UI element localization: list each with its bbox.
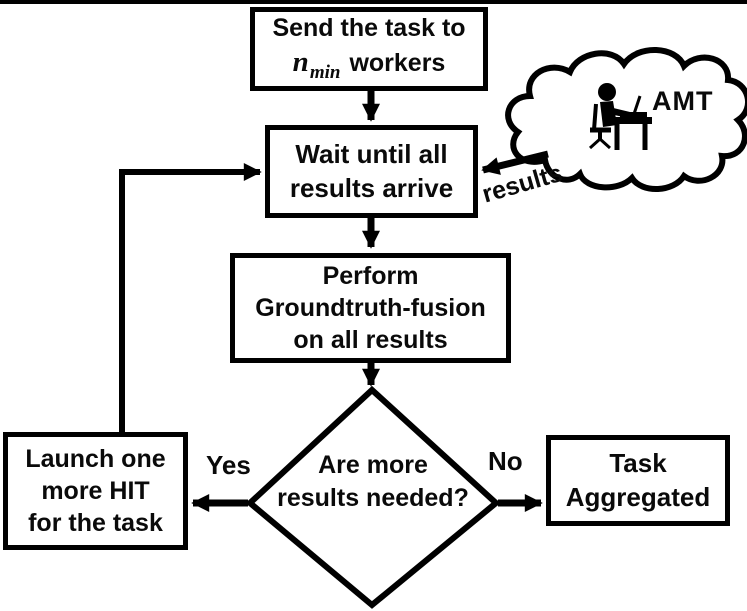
decision-line2: results needed? (277, 483, 469, 512)
launch-line3: for the task (28, 509, 163, 537)
node-launch-hit: Launch one more HIT for the task (3, 432, 188, 550)
fusion-line3: on all results (293, 326, 448, 354)
decision-line1: Are more (318, 451, 428, 479)
node-send-task: Send the task to nmin workers (250, 7, 488, 91)
top-border-line (0, 0, 747, 4)
send-task-line1: Send the task to (272, 14, 466, 43)
decision-question: Are more results needed? (252, 449, 494, 514)
n-min-subscript: min (309, 62, 341, 84)
edge-label-no: No (488, 446, 523, 476)
task-line2: Aggregated (565, 481, 711, 512)
wait-line2: results arrive (289, 172, 454, 203)
node-task-aggregated: Task Aggregated (546, 435, 730, 526)
send-task-line2-suffix: workers (349, 49, 446, 78)
task-line1: Task (609, 448, 667, 479)
node-groundtruth-fusion: Perform Groundtruth-fusion on all result… (230, 253, 511, 363)
send-task-line2: nmin workers (293, 44, 446, 85)
worker-at-desk-icon (588, 83, 652, 150)
edge-label-yes: Yes (206, 450, 251, 480)
amt-cloud-label: AMT (652, 86, 714, 116)
decision-diamond (245, 385, 501, 609)
node-wait-results: Wait until all results arrive (265, 125, 478, 218)
n-min-variable: n (292, 46, 309, 79)
launch-line2: more HIT (41, 477, 150, 505)
fusion-line1: Perform (322, 262, 419, 290)
wait-line1: Wait until all (295, 139, 448, 170)
launch-line1: Launch one (25, 445, 166, 473)
fusion-line2: Groundtruth-fusion (255, 294, 486, 322)
arrow-cloud-to-wait (481, 150, 549, 175)
loop-launch-to-wait (119, 163, 262, 432)
